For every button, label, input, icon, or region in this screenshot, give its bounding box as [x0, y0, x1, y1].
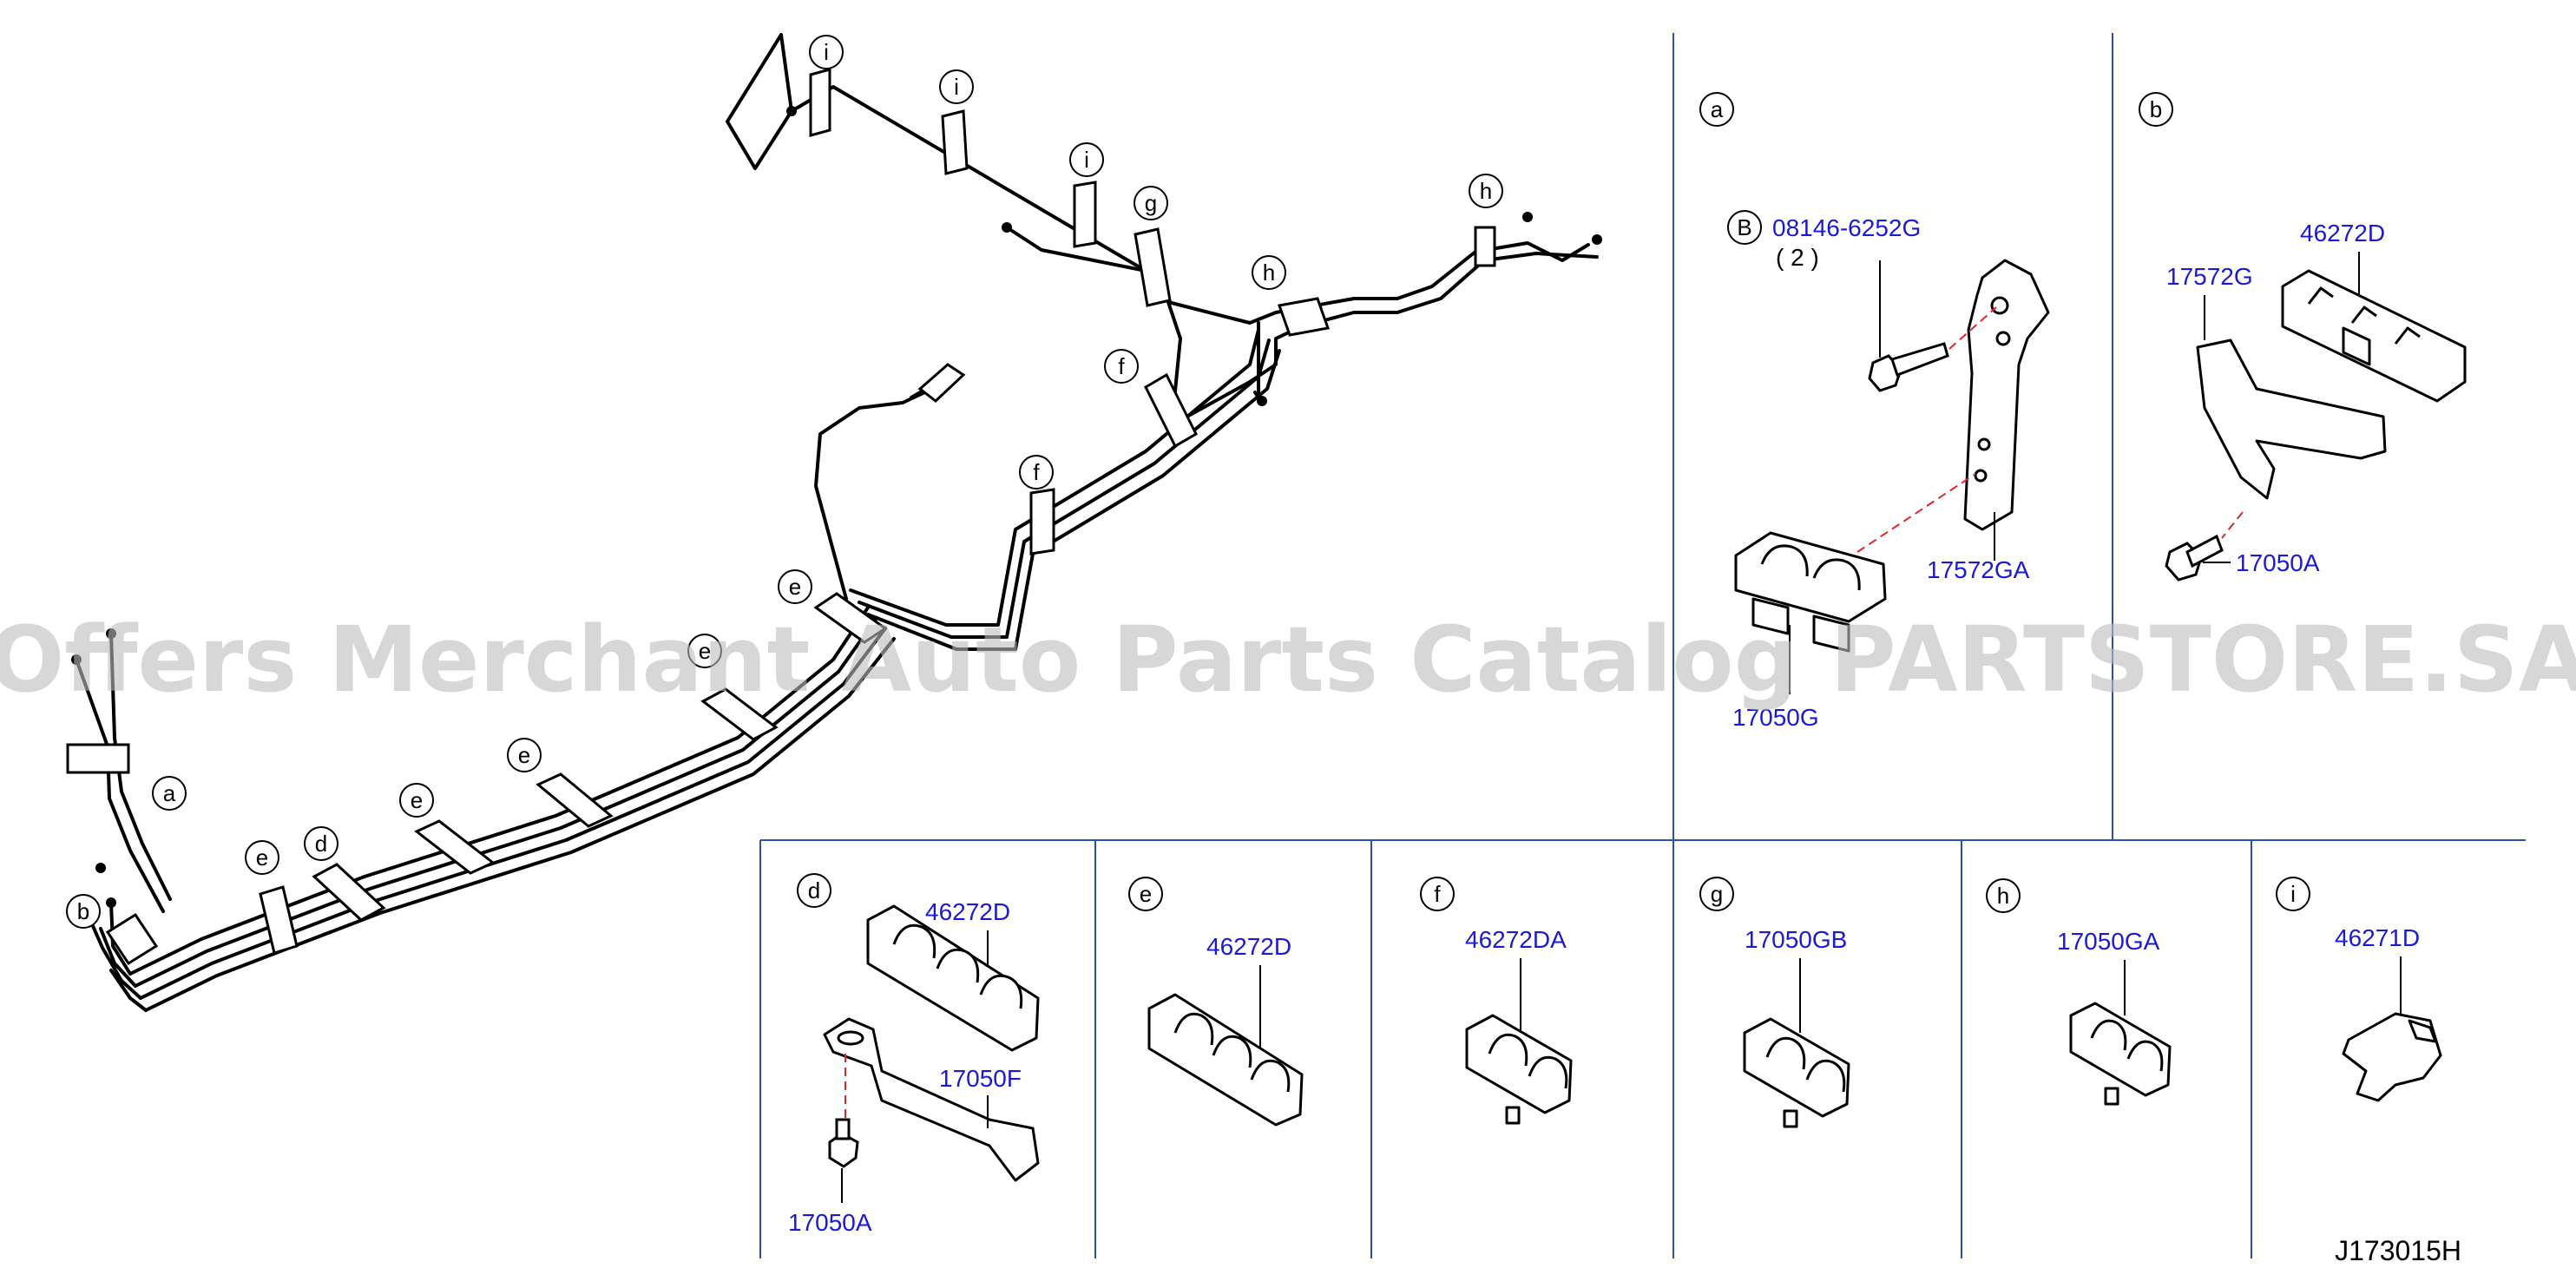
panel-i-clip-part: 46271D	[2335, 924, 2420, 951]
callout-f-1: f	[1033, 459, 1040, 485]
callout-i-1: i	[824, 39, 829, 65]
brake-tube-routing	[75, 33, 1599, 1012]
panel-d-bracket-part: 17050F	[939, 1065, 1022, 1092]
panel-g-clip-part: 17050GB	[1745, 926, 1847, 953]
clip-46272d-d-icon	[866, 904, 1040, 1052]
routing-callout-letters: a b e d e e e e f f g i i i h h	[77, 39, 1492, 924]
clip-17050ga-icon	[2069, 1002, 2172, 1106]
panel-i: i 46271D	[2276, 877, 2442, 1102]
callout-e-4: e	[699, 638, 711, 664]
panel-i-callout: i	[2290, 881, 2296, 907]
panel-b-bracket-part: 17572G	[2166, 263, 2253, 290]
panel-a-bolt-qty: ( 2 )	[1776, 244, 1819, 271]
bracket-17050f-icon	[823, 1017, 1040, 1182]
panel-borders	[759, 33, 2526, 1258]
panel-e-clip-part: 46272D	[1206, 933, 1291, 960]
bolt-type-b-callout: B	[1737, 214, 1751, 240]
panel-d-bolt-part: 17050A	[788, 1209, 872, 1236]
figure-code: J173015H	[2335, 1235, 2461, 1266]
routing-callouts	[66, 35, 1503, 929]
bolt-17050a-icon	[2165, 534, 2224, 582]
callout-i-3: i	[1084, 147, 1089, 173]
panel-h-callout: h	[1997, 883, 2009, 909]
panel-a: a B 08146-6252G ( 2 ) 17572GA	[1699, 92, 2050, 731]
callout-h-1: h	[1263, 260, 1275, 286]
panel-g: g 17050GB	[1699, 877, 1850, 1128]
panel-d: d 46272D 17050F 17050A	[788, 873, 1040, 1236]
panel-b: b 46272D 17572G 17050A	[2139, 92, 2467, 582]
panel-h: h 17050GA	[1986, 878, 2172, 1106]
bracket-17572g-icon	[2196, 338, 2387, 500]
panel-b-clip-part: 46272D	[2300, 220, 2385, 246]
panel-b-callout: b	[2150, 96, 2162, 122]
tube-clamps	[66, 68, 1496, 966]
panel-e-callout: e	[1140, 881, 1152, 907]
panel-f-clip-part: 46272DA	[1465, 926, 1567, 953]
tube-end-dots	[71, 106, 1602, 925]
clip-46272da-icon	[1465, 1014, 1573, 1125]
panel-a-bracket-part: 17572GA	[1927, 556, 2030, 583]
panel-g-callout: g	[1711, 881, 1723, 907]
panel-d-callout: d	[808, 877, 820, 904]
callout-a: a	[163, 780, 176, 806]
panel-a-bolt-part: 08146-6252G	[1772, 214, 1921, 241]
bolt-icon	[1868, 342, 1949, 392]
clip-17050gb-icon	[1743, 1017, 1850, 1128]
panel-h-clip-part: 17050GA	[2057, 928, 2160, 955]
bracket-17572ga-icon	[1963, 259, 2050, 531]
panel-a-clip-part: 17050G	[1732, 704, 1819, 731]
bolt-17050a-d-icon	[828, 1118, 859, 1168]
callout-d: d	[315, 831, 327, 857]
clip-46272d-icon	[2281, 269, 2467, 403]
panel-a-callout: a	[1711, 96, 1724, 122]
callout-e-1: e	[256, 844, 268, 871]
callout-e-3: e	[518, 742, 530, 768]
clip-46272d-e-icon	[1147, 993, 1304, 1127]
callout-e-2: e	[411, 787, 423, 813]
callout-g: g	[1145, 190, 1157, 216]
clip-17050g-icon	[1734, 531, 1887, 653]
callout-h-2: h	[1480, 178, 1492, 204]
panel-d-clip-part: 46272D	[925, 898, 1010, 925]
callout-b: b	[77, 898, 89, 924]
panel-e: e 46272D	[1128, 877, 1304, 1127]
callout-f-2: f	[1118, 353, 1125, 379]
panel-b-bolt-part: 17050A	[2236, 549, 2320, 576]
callout-i-2: i	[954, 74, 959, 100]
watermark: Offers Merchant Auto Parts Catalog PARTS…	[0, 607, 2576, 713]
callout-e-5: e	[789, 574, 801, 600]
clip-46271d-icon	[2342, 1012, 2442, 1102]
panel-f-callout: f	[1434, 881, 1441, 907]
panel-f: f 46272DA	[1420, 877, 1573, 1125]
